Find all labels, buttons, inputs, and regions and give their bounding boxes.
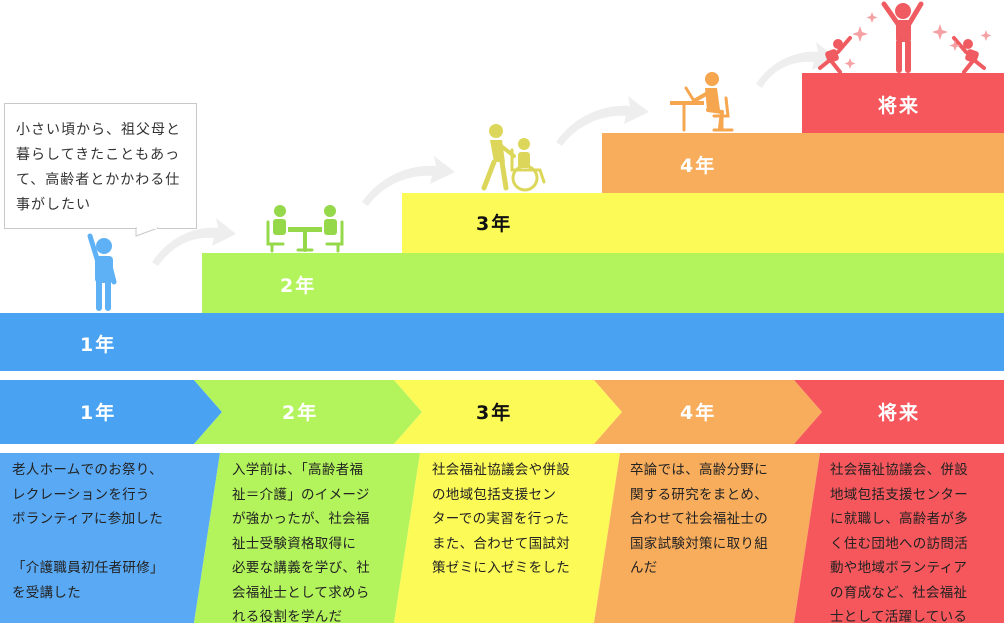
timeline-chevron-year3 <box>394 380 622 444</box>
timeline-chevron-year2 <box>194 380 422 444</box>
description-line: の育成など、社会福祉 <box>830 584 968 601</box>
step-label-future: 将来 <box>878 95 921 117</box>
step-label-year2: 2年 <box>280 275 317 297</box>
progress-arrow-icon <box>152 218 236 266</box>
description-text-future: 社会福祉協議会、併設 地域包括支援センター に就職し、高齢者が多 く住む団地への… <box>830 458 1000 630</box>
description-line: 入学前は、「高齢者福 <box>232 462 364 478</box>
timeline-label-year1: 1年 <box>80 402 117 424</box>
step-year4 <box>602 133 1004 193</box>
people-at-table-icon <box>266 205 344 253</box>
description-panel-future <box>794 453 1004 623</box>
bubble-tail <box>135 227 159 237</box>
description-line: が強かったが、社会福 <box>232 511 370 527</box>
description-line: ボランティアに参加した <box>12 511 163 527</box>
description-line: 祉士受験資格取得に <box>232 535 357 552</box>
description-line: レクレーションを行う <box>12 486 150 503</box>
description-panel-year4 <box>594 453 820 623</box>
sparkle-icon <box>844 12 992 69</box>
description-line: 策ゼミに入ゼミをした <box>432 560 570 576</box>
timeline-label-year2: 2年 <box>282 402 319 424</box>
step-label-year3: 3年 <box>476 213 513 235</box>
description-line: 卒論では、高齢分野に <box>630 462 768 478</box>
description-line: ターでの実習を行った <box>432 511 570 527</box>
description-line: んだ <box>630 560 658 576</box>
description-line: 社会福祉協議会、併設 <box>830 462 968 478</box>
step-label-year4: 4年 <box>680 155 717 177</box>
description-line: 必要な講義を学び、社 <box>232 560 370 576</box>
description-line: 士として活躍している <box>830 609 968 625</box>
description-line: 国家試験対策に取り組 <box>630 535 768 552</box>
timeline-label-year3: 3年 <box>476 402 513 424</box>
bubble-line: て、高齢者とかかわる仕 <box>16 172 181 188</box>
timeline-label-future: 将来 <box>878 402 921 424</box>
student-raising-hand-icon <box>87 233 117 311</box>
step-future <box>802 73 1004 133</box>
description-line: の地域包括支援セン <box>432 486 557 503</box>
timeline-label-year4: 4年 <box>680 402 717 424</box>
description-line: 地域包括支援センター <box>830 486 968 503</box>
description-line: 合わせて社会福祉士の <box>630 511 768 527</box>
step-year1 <box>0 313 1004 371</box>
step-label-year1: 1年 <box>80 334 117 356</box>
description-line: 老人ホームでのお祭り、 <box>12 462 163 478</box>
description-line: に就職し、高齢者が多 <box>830 511 968 527</box>
description-panel-year3 <box>394 453 620 623</box>
progress-arrow-icon <box>556 96 649 146</box>
description-text-year1: 老人ホームでのお祭り、 レクレーションを行う ボランティアに参加した 「介護職員… <box>12 458 202 605</box>
description-text-year2: 入学前は、「高齢者福 祉＝介護」のイメージ が強かったが、社会福 祉士受験資格取… <box>232 458 402 630</box>
description-line: また、合わせて国試対 <box>432 535 570 552</box>
description-line <box>12 532 202 557</box>
description-line: 祉＝介護」のイメージ <box>232 486 370 503</box>
description-panel-year1 <box>0 453 220 623</box>
description-text-year4: 卒論では、高齢分野に 関する研究をまとめ、 合わせて社会福祉士の 国家試験対策に… <box>630 458 800 581</box>
bubble-line: 暮らしてきたこともあっ <box>16 147 181 163</box>
description-line: 社会福祉協議会や併設 <box>432 462 570 478</box>
description-panel-year2 <box>194 453 420 623</box>
wheelchair-care-icon <box>481 124 546 192</box>
timeline-chevron-year1 <box>0 380 222 444</box>
bubble-line: 事がしたい <box>16 197 91 213</box>
timeline-chevron-year4 <box>594 380 822 444</box>
description-line: 動や地域ボランティア <box>830 560 968 576</box>
description-line: く住む団地への訪問活 <box>830 535 968 552</box>
speech-bubble: 小さい頃から、祖父母と 暮らしてきたこともあっ て、高齢者とかかわる仕 事がした… <box>4 103 197 229</box>
celebration-icon <box>818 1 986 74</box>
description-line: 「介護職員初任者研修」 <box>12 560 164 576</box>
step-year3 <box>402 193 1004 253</box>
timeline-chevron-future <box>794 380 1004 444</box>
description-line: 会福祉士として求めら <box>232 584 370 601</box>
description-line: を受講した <box>12 584 81 601</box>
description-line: れる役割を学んだ <box>232 609 343 625</box>
bubble-line: 小さい頃から、祖父母と <box>16 122 181 138</box>
description-text-year3: 社会福祉協議会や併設 の地域包括支援セン ターでの実習を行った また、合わせて国… <box>432 458 602 581</box>
progress-arrow-icon <box>756 42 836 88</box>
progress-arrow-icon <box>362 156 455 206</box>
step-year2 <box>202 253 1004 313</box>
description-line: 関する研究をまとめ、 <box>630 486 768 503</box>
person-at-desk-icon <box>670 72 734 132</box>
